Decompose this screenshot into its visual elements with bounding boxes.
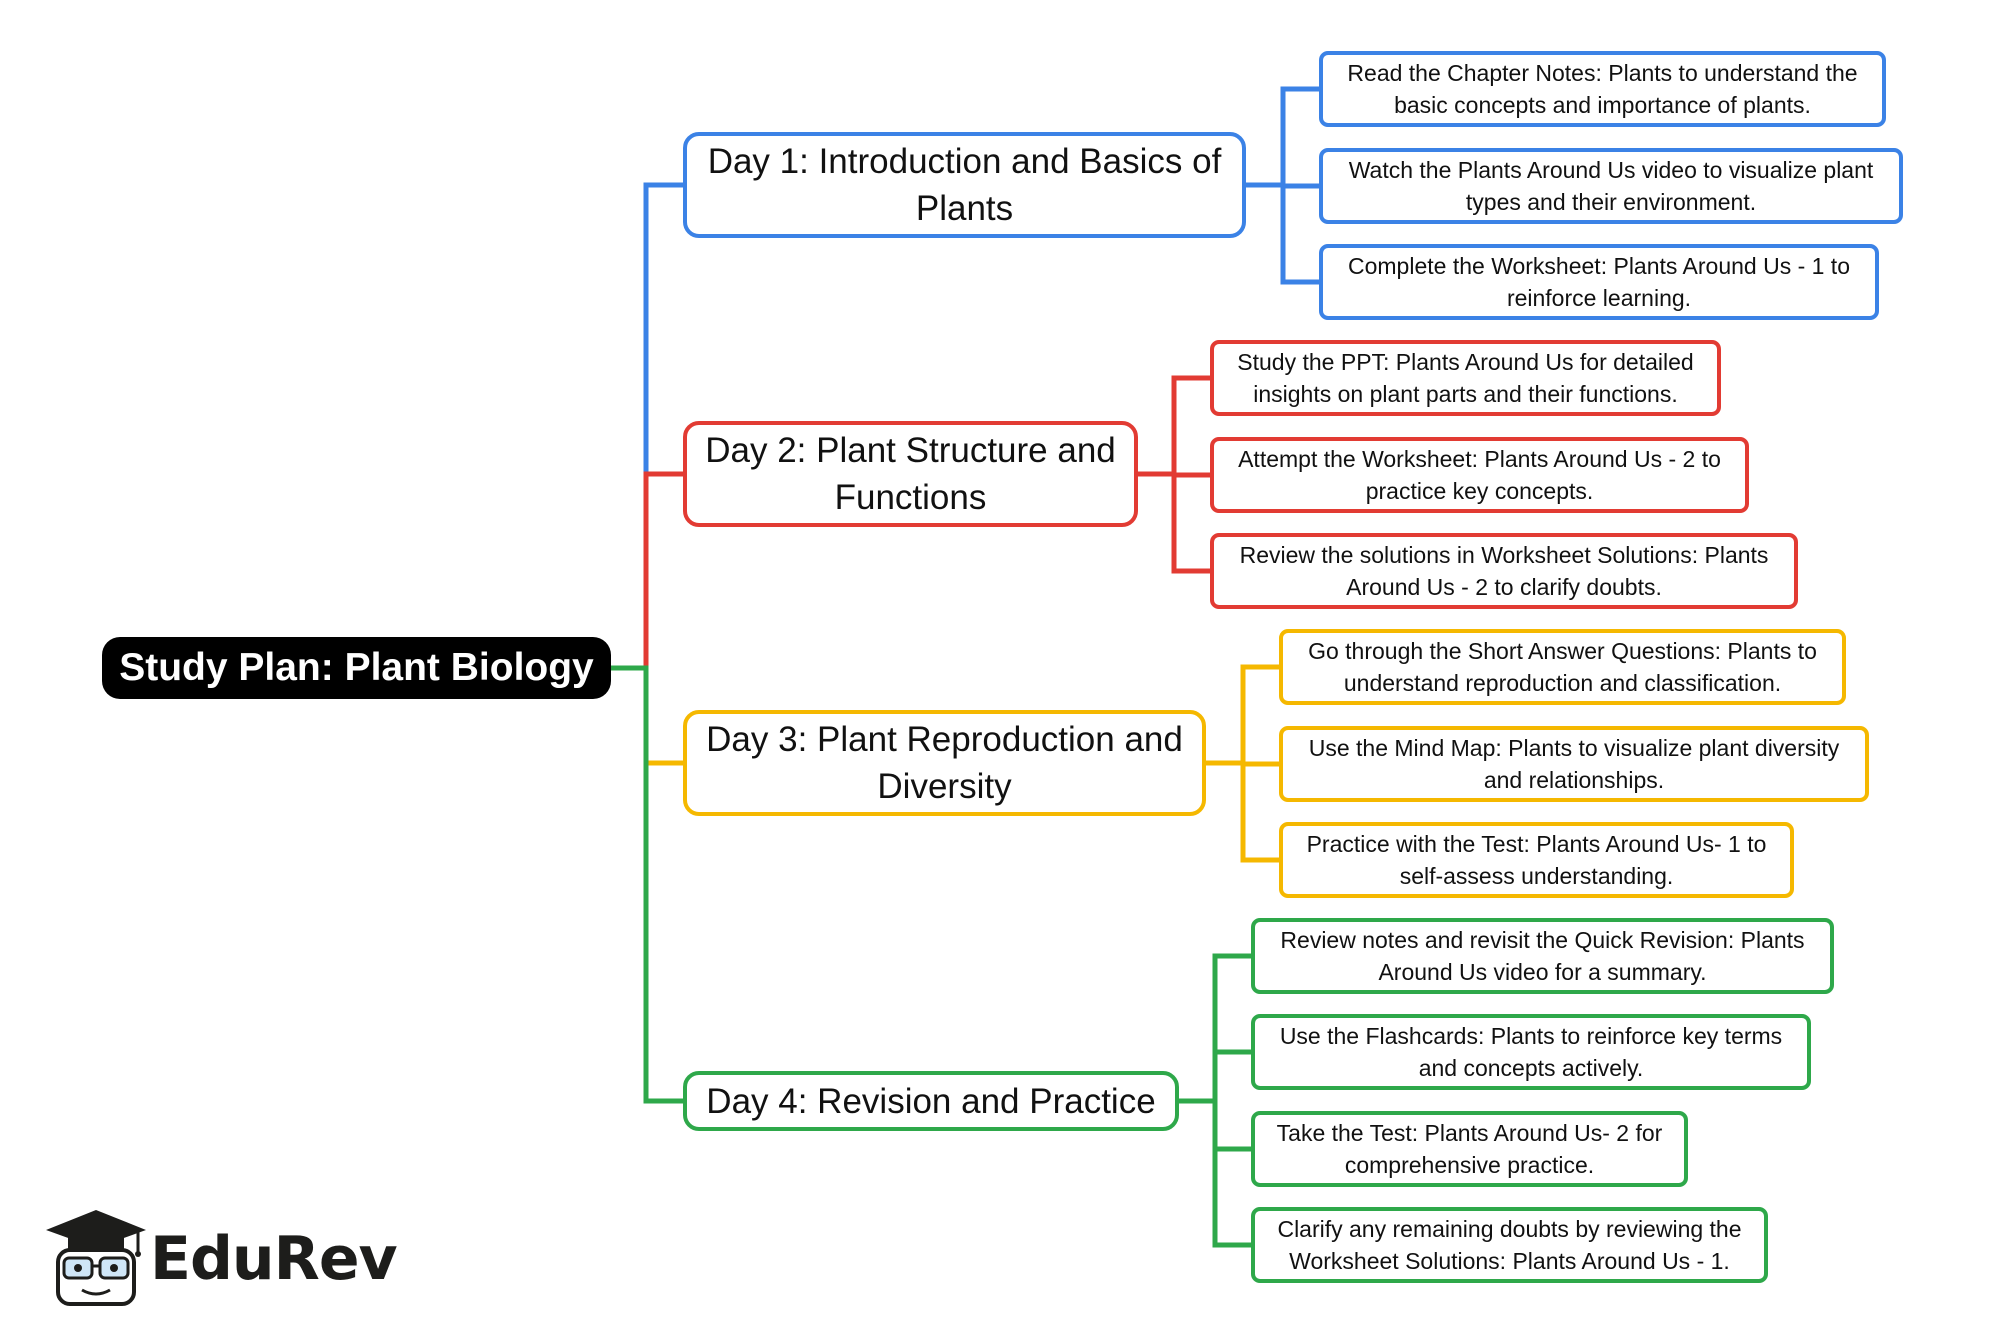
day-1-node: Day 1: Introduction and Basics of Plants [683,132,1246,238]
day-4-task-4: Clarify any remaining doubts by reviewin… [1251,1207,1768,1283]
day-2-task-2: Attempt the Worksheet: Plants Around Us … [1210,437,1749,513]
day-3-task-3: Practice with the Test: Plants Around Us… [1279,822,1794,898]
day-3-node: Day 3: Plant Reproduction and Diversity [683,710,1206,816]
day-2-to-task-1-line [1138,375,1210,477]
day-1-task-2: Watch the Plants Around Us video to visu… [1319,148,1903,224]
day-4-to-task-2-line [1179,1049,1251,1104]
root-to-day-4-line [611,665,683,1104]
day-4-task-1: Review notes and revisit the Quick Revis… [1251,918,1834,994]
day-3-task-2: Use the Mind Map: Plants to visualize pl… [1279,726,1869,802]
day-2-task-3: Review the solutions in Worksheet Soluti… [1210,533,1798,609]
day-3-to-task-1-line [1206,664,1279,766]
root-to-day-2-line [611,471,683,671]
day-4-task-2: Use the Flashcards: Plants to reinforce … [1251,1014,1811,1090]
edurev-logo-text: EduRev [150,1224,398,1294]
day-2-node: Day 2: Plant Structure and Functions [683,421,1138,527]
day-4-task-3: Take the Test: Plants Around Us- 2 for c… [1251,1111,1688,1187]
day-4-node: Day 4: Revision and Practice [683,1071,1179,1131]
day-1-to-task-1-line [1246,86,1319,188]
root-node: Study Plan: Plant Biology [102,637,611,699]
day-1-task-3: Complete the Worksheet: Plants Around Us… [1319,244,1879,320]
graduation-cap-icon [46,1210,146,1306]
day-1-to-task-3-line [1246,182,1319,285]
day-2-task-1: Study the PPT: Plants Around Us for deta… [1210,340,1721,416]
day-4-to-task-4-line [1179,1098,1251,1248]
day-3-to-task-3-line [1206,760,1279,863]
day-2-to-task-3-line [1138,471,1210,574]
day-1-task-1: Read the Chapter Notes: Plants to unders… [1319,51,1886,127]
day-3-task-1: Go through the Short Answer Questions: P… [1279,629,1846,705]
